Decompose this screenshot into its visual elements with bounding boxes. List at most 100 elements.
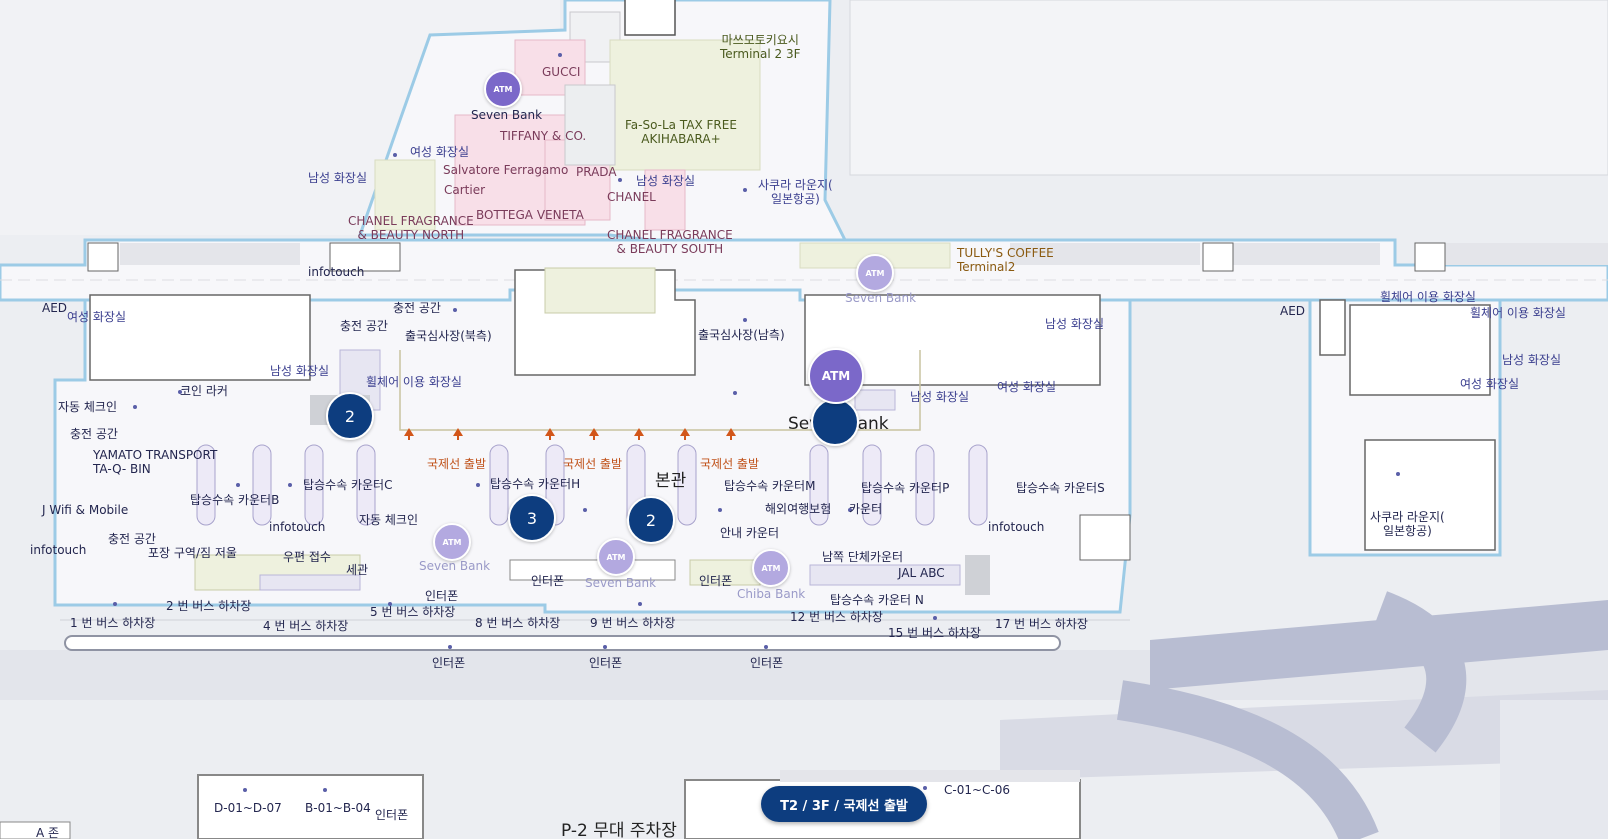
checkin-counter-b[interactable]: 탑승수속 카운터B — [190, 493, 280, 507]
charging-space-2[interactable]: 충전 공간 — [340, 319, 388, 333]
restroom-men-east[interactable]: 남성 화장실 — [1045, 317, 1105, 331]
group-counter-south[interactable]: 남쪽 단체카운터 — [822, 550, 904, 564]
checkin-counter-s[interactable]: 탑승수속 카운터S — [1016, 481, 1105, 495]
travel-insurance[interactable]: 해외여행보험 — [765, 502, 832, 516]
store-chanel-fragrance-south[interactable]: CHANEL FRAGRANCE& BEAUTY SOUTH — [607, 228, 733, 256]
cluster-marker-selected-base[interactable] — [811, 398, 859, 446]
interphone-3[interactable]: 인터폰 — [699, 574, 733, 588]
parking-zone-a[interactable]: A 존 — [36, 826, 60, 839]
store-tiffany[interactable]: TIFFANY & CO. — [500, 129, 587, 143]
restroom-wheelchair-east-1[interactable]: 휠체어 이용 화장실 — [1380, 290, 1476, 304]
coin-locker[interactable]: 코인 라커 — [180, 384, 228, 398]
bus-stop-5[interactable]: 5 번 버스 하차장 — [370, 605, 456, 619]
bus-stop-1[interactable]: 1 번 버스 하차장 — [70, 616, 156, 630]
bus-stop-4[interactable]: 4 번 버스 하차장 — [263, 619, 349, 633]
emigration-north[interactable]: 출국심사장(북측) — [405, 329, 492, 343]
charging-space-1[interactable]: 충전 공간 — [393, 301, 441, 315]
parking-zone-d[interactable]: D-01~D-07 — [214, 801, 282, 815]
parking-zone-c[interactable]: C-01~C-06 — [944, 783, 1011, 797]
restroom-men-northwest[interactable]: 남성 화장실 — [308, 171, 368, 185]
restroom-wheelchair-east-2[interactable]: 휠체어 이용 화장실 — [1470, 306, 1566, 320]
store-cartier[interactable]: Cartier — [444, 183, 486, 197]
infotouch-north[interactable]: infotouch — [308, 265, 365, 279]
intl-departure-3[interactable]: 국제선 출발 — [700, 457, 760, 471]
interphone-1[interactable]: 인터폰 — [425, 589, 459, 603]
infotouch-east[interactable]: infotouch — [988, 520, 1045, 534]
store-prada[interactable]: PRADA — [576, 165, 617, 179]
floor-badge[interactable]: T2 / 3F / 국제선 출발 — [761, 786, 927, 822]
cluster-marker[interactable]: 2 — [326, 392, 374, 440]
atm-icon[interactable]: ATM — [484, 70, 522, 108]
interphone-5[interactable]: 인터폰 — [589, 656, 623, 670]
j-wifi-mobile[interactable]: J Wifi & Mobile — [42, 503, 129, 517]
cluster-marker[interactable]: 2 — [627, 496, 675, 544]
interphone-6[interactable]: 인터폰 — [750, 656, 784, 670]
interphone-4[interactable]: 인터폰 — [432, 656, 466, 670]
departure-arrow-icon — [545, 428, 555, 440]
emigration-south[interactable]: 출국심사장(남측) — [698, 328, 785, 342]
bus-stop-15[interactable]: 15 번 버스 하차장 — [888, 626, 981, 640]
checkin-counter-p[interactable]: 탑승수속 카운터P — [861, 481, 950, 495]
charging-space-4[interactable]: 충전 공간 — [108, 532, 156, 546]
restroom-women-west[interactable]: 여성 화장실 — [67, 310, 127, 324]
bus-stop-9[interactable]: 9 번 버스 하차장 — [590, 616, 676, 630]
atm-icon-selected[interactable]: ATM — [808, 348, 864, 404]
restroom-women-north[interactable]: 여성 화장실 — [410, 145, 470, 159]
restroom-women-far-east[interactable]: 여성 화장실 — [1460, 377, 1520, 391]
restroom-men-north-center[interactable]: 남성 화장실 — [636, 174, 696, 188]
checkin-counter-h[interactable]: 탑승수속 카운터H — [490, 477, 581, 491]
jal-abc[interactable]: JAL ABC — [898, 566, 945, 580]
bus-stop-12[interactable]: 12 번 버스 하차장 — [790, 610, 883, 624]
aed-east[interactable]: AED — [1280, 304, 1306, 318]
checkin-counter-m[interactable]: 탑승수속 카운터M — [724, 479, 816, 493]
restroom-women-center[interactable]: 여성 화장실 — [997, 380, 1057, 394]
restroom-wheelchair-west[interactable]: 휠체어 이용 화장실 — [366, 375, 462, 389]
restroom-men-center[interactable]: 남성 화장실 — [910, 390, 970, 404]
interphone-7[interactable]: 인터폰 — [375, 808, 409, 822]
aed-west[interactable]: AED — [42, 301, 68, 315]
store-chanel-fragrance-north[interactable]: CHANEL FRAGRANCE& BEAUTY NORTH — [348, 214, 474, 242]
lounge-sakura-east[interactable]: 사쿠라 라운지(일본항공) — [1370, 510, 1445, 538]
atm-icon[interactable]: ATM — [752, 549, 790, 587]
intl-departure-1[interactable]: 국제선 출발 — [427, 457, 487, 471]
store-bottega-veneta[interactable]: BOTTEGA VENETA — [476, 208, 584, 222]
post-office[interactable]: 우편 접수 — [283, 550, 331, 564]
counter-label[interactable]: 카운터 — [849, 502, 883, 516]
lounge-sakura-north[interactable]: 사쿠라 라운지(일본항공) — [758, 178, 833, 206]
cluster-marker[interactable]: 3 — [508, 494, 556, 542]
info-counter[interactable]: 안내 카운터 — [720, 526, 780, 540]
self-checkin-center[interactable]: 자동 체크인 — [359, 513, 419, 527]
intl-departure-2[interactable]: 국제선 출발 — [563, 457, 623, 471]
charging-space-3[interactable]: 충전 공간 — [70, 427, 118, 441]
customs[interactable]: 세관 — [346, 563, 369, 577]
atm-icon[interactable]: ATM — [856, 254, 894, 292]
checkin-counter-n[interactable]: 탑승수속 카운터 N — [830, 593, 924, 607]
atm-icon[interactable]: ATM — [433, 523, 471, 561]
store-name: TULLY'S COFFEE — [957, 246, 1054, 260]
store-ferragamo[interactable]: Salvatore Ferragamo — [443, 163, 569, 177]
packing-area[interactable]: 포장 구역/짐 저울 — [148, 546, 237, 560]
atm-label-seven-bank-south-1: Seven Bank — [419, 559, 491, 573]
interphone-2[interactable]: 인터폰 — [531, 574, 565, 588]
infotouch-west[interactable]: infotouch — [269, 520, 326, 534]
restroom-men-far-east[interactable]: 남성 화장실 — [1502, 353, 1562, 367]
bus-stop-2[interactable]: 2 번 버스 하차장 — [166, 599, 252, 613]
atm-label-seven-bank-south-2: Seven Bank — [585, 576, 657, 590]
bus-stop-8[interactable]: 8 번 버스 하차장 — [475, 616, 561, 630]
store-gucci[interactable]: GUCCI — [542, 65, 581, 79]
self-checkin-west[interactable]: 자동 체크인 — [58, 400, 118, 414]
bus-stop-17[interactable]: 17 번 버스 하차장 — [995, 617, 1088, 631]
parking-zone-b[interactable]: B-01~B-04 — [305, 801, 371, 815]
checkin-counter-c[interactable]: 탑승수속 카운터C — [303, 478, 393, 492]
store-chanel[interactable]: CHANEL — [607, 190, 656, 204]
parking-p2[interactable]: P-2 무대 주차장 — [561, 821, 677, 839]
infotouch-southwest[interactable]: infotouch — [30, 543, 87, 557]
atm-icon[interactable]: ATM — [597, 538, 635, 576]
restroom-men-west[interactable]: 남성 화장실 — [270, 364, 330, 378]
